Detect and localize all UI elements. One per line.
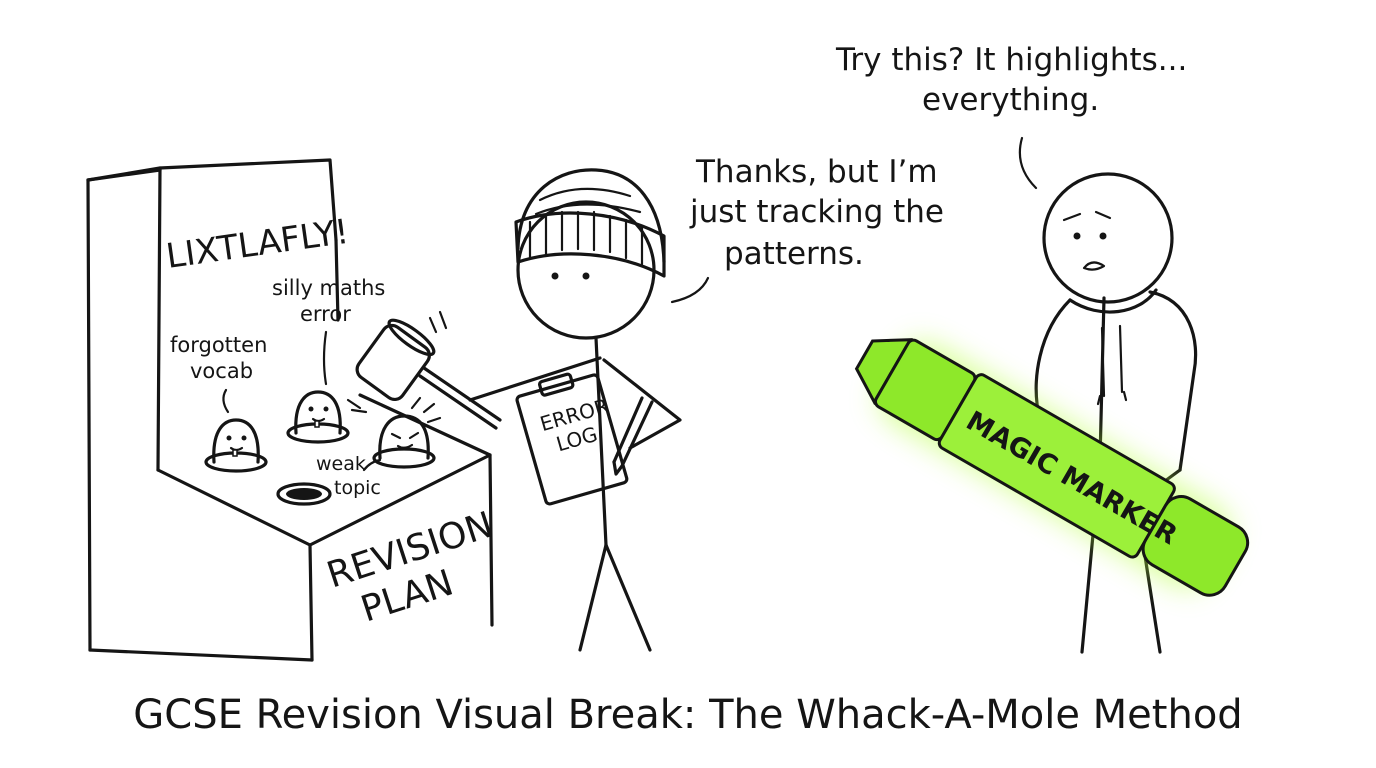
mole-silly-maths-error <box>286 390 350 444</box>
speech-right-line-1: Try this? It highlights... <box>835 42 1187 78</box>
comic-caption: GCSE Revision Visual Break: The Whack-A-… <box>133 692 1242 738</box>
mole-weak-topic <box>372 396 442 469</box>
clipboard-error-log: ERROR LOG <box>515 372 654 506</box>
speech-left-line-2: just tracking the <box>689 194 944 230</box>
machine-top-label: LIXTLAFLY! <box>164 212 352 277</box>
label-weak-topic-1: weak <box>316 453 366 475</box>
speech-right-line-2: everything. <box>922 82 1099 118</box>
label-forgotten-vocab-1: forgotten <box>170 333 267 357</box>
speech-bubble-right: Try this? It highlights... everything. <box>835 42 1187 190</box>
speech-left-line-1: Thanks, but I’m <box>695 154 938 190</box>
speech-left-line-3: patterns. <box>724 236 864 272</box>
label-silly-maths-2: error <box>300 302 351 326</box>
speech-bubble-left: Thanks, but I’m just tracking the patter… <box>670 154 944 304</box>
label-silly-maths-1: silly maths <box>272 276 385 300</box>
mole-forgotten-vocab <box>204 418 268 473</box>
label-forgotten-vocab-2: vocab <box>190 359 253 383</box>
whack-a-mole-machine: LIXTLAFLY! REVISION PLAN <box>86 158 498 662</box>
label-weak-topic-2: topic <box>334 477 381 499</box>
mole-labels: forgotten vocab silly maths error weak t… <box>170 276 385 499</box>
mallet <box>346 310 502 430</box>
character-left <box>468 168 682 652</box>
